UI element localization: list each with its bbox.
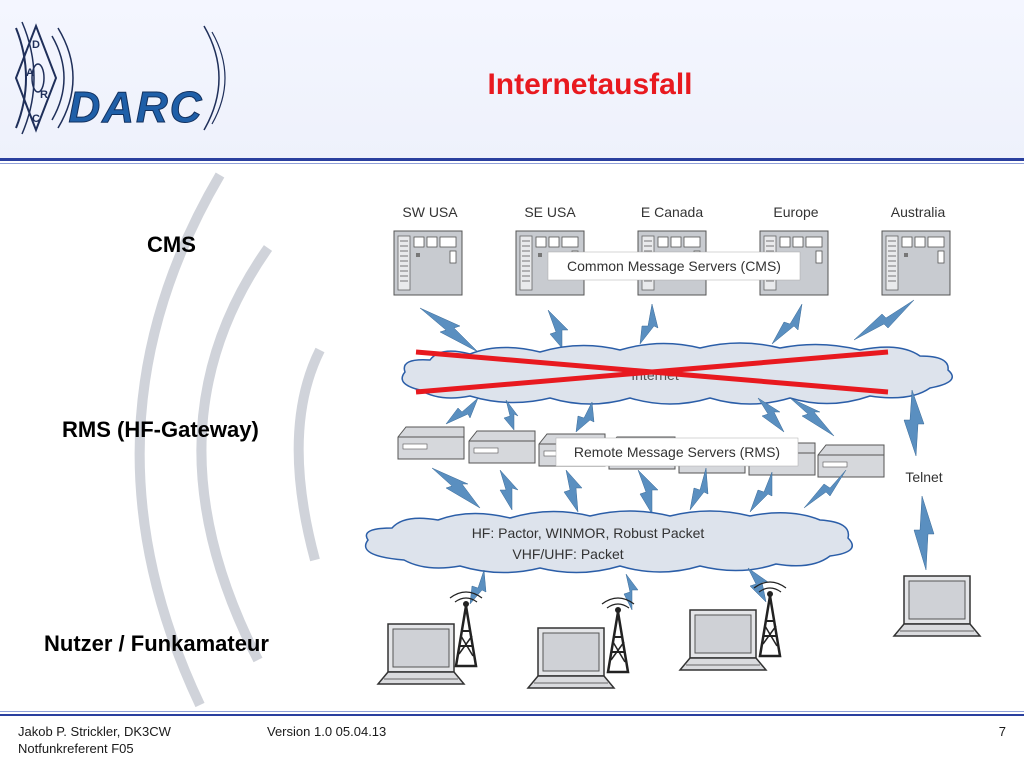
outage-cross bbox=[415, 349, 889, 395]
rms-device-7 bbox=[817, 444, 885, 478]
user-laptop-2 bbox=[527, 627, 615, 689]
server-label-australia: Australia bbox=[891, 204, 946, 220]
header-rule-thin bbox=[0, 163, 1024, 164]
slide-header bbox=[0, 0, 1024, 160]
footer-page-number: 7 bbox=[998, 724, 1006, 739]
antenna-mast-2 bbox=[600, 596, 636, 674]
network-diagram: SW USA SE USA E Canada Europe Australia bbox=[134, 172, 981, 708]
server-label-se-usa: SE USA bbox=[524, 204, 576, 220]
footer-rule bbox=[0, 714, 1024, 716]
radio-modes-line1: HF: Pactor, WINMOR, Robust Packet bbox=[472, 525, 705, 541]
footer-role: Notfunkreferent F05 bbox=[18, 741, 134, 756]
telnet-label: Telnet bbox=[905, 469, 942, 485]
rms-box-label: Remote Message Servers (RMS) bbox=[574, 444, 780, 460]
lightning-bolts-middle bbox=[445, 389, 925, 457]
footer-author: Jakob P. Strickler, DK3CW bbox=[18, 724, 171, 739]
logo-letter-r: R bbox=[40, 89, 48, 101]
lightning-bolts-lower bbox=[431, 467, 935, 571]
user-laptop-1 bbox=[377, 623, 465, 685]
logo-wordmark: DARC bbox=[68, 83, 203, 132]
radio-wave-decoration bbox=[134, 172, 325, 708]
label-cms: CMS bbox=[147, 232, 196, 257]
server-label-europe: Europe bbox=[773, 204, 818, 220]
rms-device-1 bbox=[397, 426, 465, 460]
footer-version: Version 1.0 05.04.13 bbox=[267, 724, 387, 739]
rms-device-2 bbox=[468, 430, 536, 464]
slide-title: Internetausfall bbox=[487, 68, 693, 101]
cms-server-australia bbox=[881, 230, 951, 296]
logo-letter-d: D bbox=[32, 39, 40, 51]
darc-logo: D A R C DARC bbox=[14, 21, 226, 135]
logo-letter-c: C bbox=[32, 113, 40, 125]
telnet-laptop bbox=[893, 575, 981, 637]
antenna-mast-1 bbox=[448, 590, 484, 668]
lightning-bolts-upper bbox=[419, 299, 915, 353]
radio-network-cloud: HF: Pactor, WINMOR, Robust Packet VHF/UH… bbox=[365, 510, 853, 574]
user-laptop-3 bbox=[679, 609, 767, 671]
server-label-e-canada: E Canada bbox=[641, 204, 703, 220]
footer-rule-thin bbox=[0, 711, 1024, 712]
cms-server-sw-usa bbox=[393, 230, 463, 296]
cms-box-label: Common Message Servers (CMS) bbox=[567, 258, 781, 274]
server-label-sw-usa: SW USA bbox=[402, 204, 458, 220]
logo-letter-a: A bbox=[26, 67, 34, 79]
header-rule bbox=[0, 158, 1024, 161]
label-users: Nutzer / Funkamateur bbox=[44, 631, 269, 656]
label-rms: RMS (HF-Gateway) bbox=[62, 417, 259, 442]
radio-modes-line2: VHF/UHF: Packet bbox=[512, 546, 623, 562]
